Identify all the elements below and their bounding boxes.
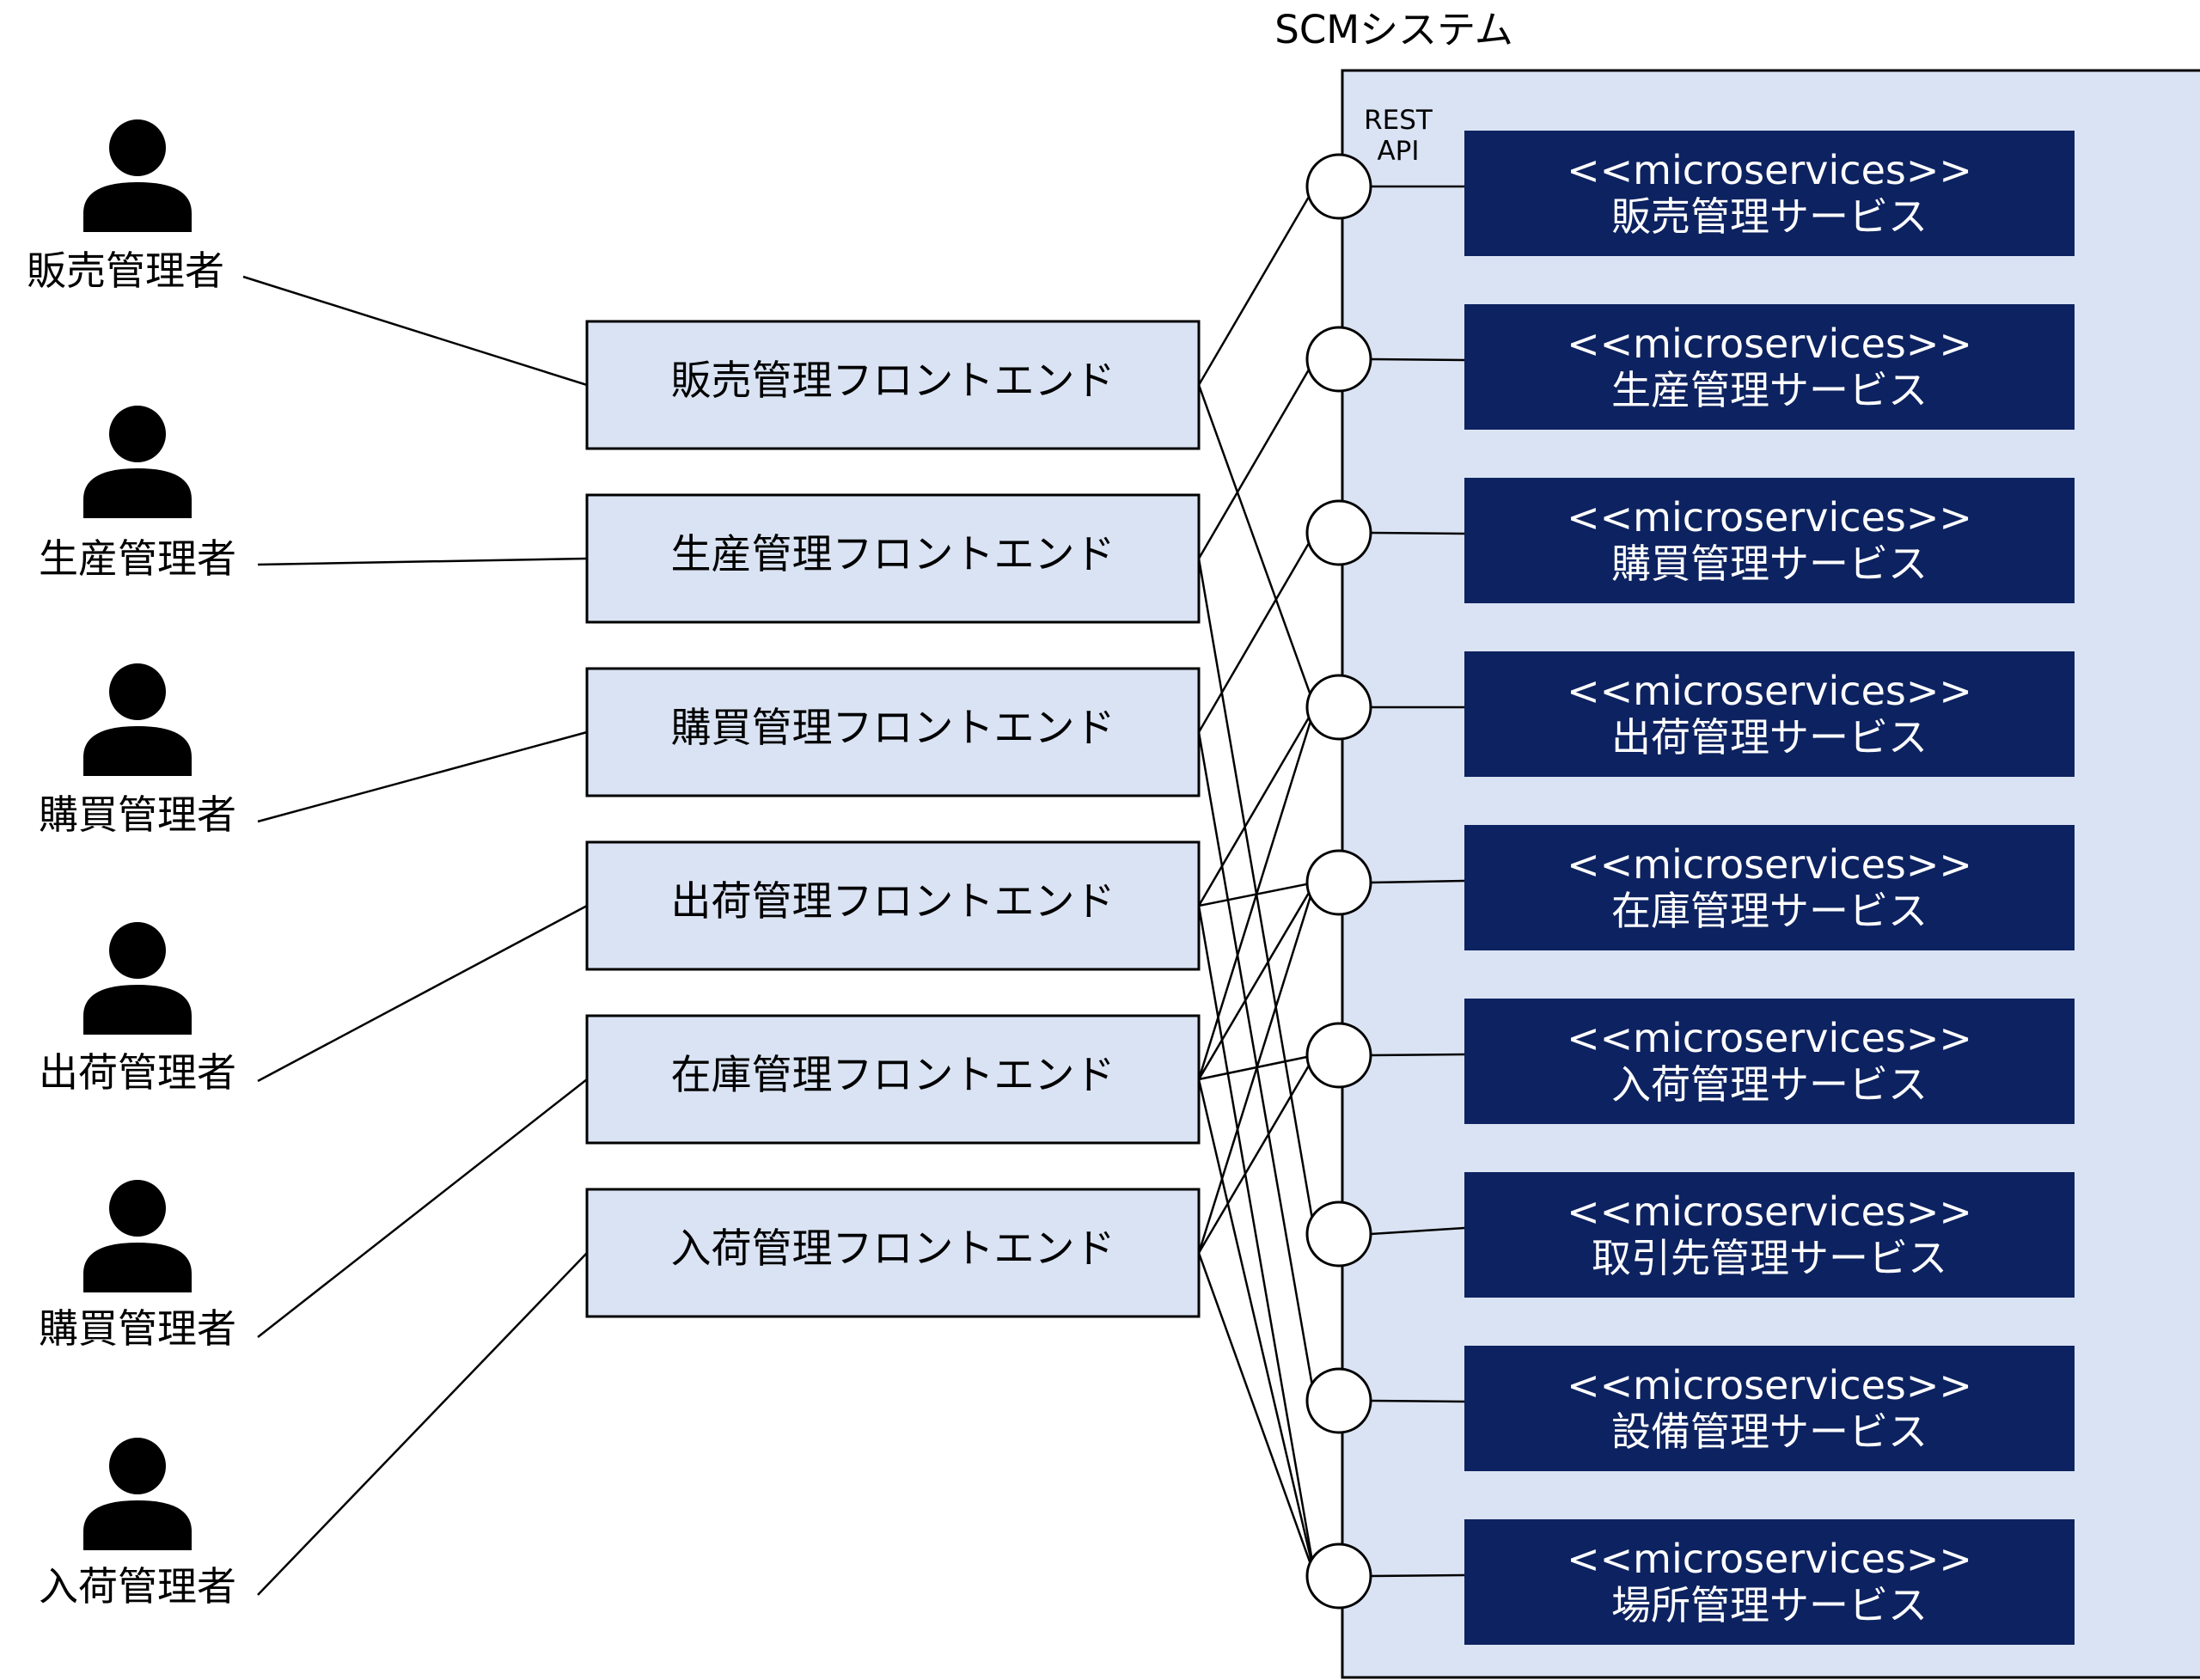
rest-api-interface [1305, 1200, 1372, 1268]
actor-connector [257, 1078, 588, 1338]
interface-connector [1370, 1399, 1465, 1403]
frontend-label: 入荷管理フロントエンド [670, 1225, 1115, 1273]
microservice-name: 入荷管理サービス [1611, 1061, 1928, 1108]
frontend-service-connector [1197, 706, 1317, 1080]
actor-person-icon [83, 119, 192, 232]
frontend-box [585, 1188, 1201, 1318]
interface-connector [1370, 1226, 1465, 1236]
rest-api-interface [1305, 1543, 1372, 1610]
microservice-stereotype: <<microservices>> [1567, 1188, 1972, 1235]
microservice-stereotype: <<microservices>> [1567, 668, 1972, 714]
rest-api-label-line2: API [1377, 136, 1420, 167]
frontend-box [585, 1014, 1201, 1145]
microservice-stereotype: <<microservices>> [1567, 841, 1972, 888]
actor-person-icon [83, 1180, 192, 1292]
interface-connector [1370, 1053, 1465, 1057]
actor-label: 購買管理者 [39, 1305, 236, 1352]
actor-person-icon [83, 922, 192, 1035]
microservice-name: 販売管理サービス [1611, 193, 1928, 240]
microservice-name: 設備管理サービス [1611, 1408, 1928, 1455]
actor-person-icon [83, 663, 192, 776]
rest-api-interface [1305, 326, 1372, 393]
frontend-service-connector [1197, 1078, 1317, 1577]
microservice-stereotype: <<microservices>> [1567, 1015, 1972, 1061]
rest-api-interface [1305, 153, 1372, 220]
actor-connector [242, 275, 588, 387]
rest-api-label-line1: REST [1364, 105, 1433, 136]
frontend-service-connector [1197, 882, 1317, 1080]
rest-api-interface [1305, 674, 1372, 741]
microservice-name: 場所管理サービス [1611, 1582, 1928, 1628]
microservice-name: 生産管理サービス [1611, 367, 1928, 413]
actor-label: 出荷管理者 [39, 1049, 236, 1096]
microservice-name: 出荷管理サービス [1611, 714, 1928, 761]
actor-label: 入荷管理者 [39, 1563, 236, 1610]
rest-api-label: REST API [1351, 105, 1445, 167]
microservice-stereotype: <<microservices>> [1567, 147, 1972, 193]
actor-label: 生産管理者 [39, 535, 236, 582]
microservice-box: <<microservices>>在庫管理サービス [1464, 825, 2075, 950]
actor-connector [257, 904, 588, 1083]
rest-api-interface [1305, 499, 1372, 566]
actor-connector [257, 557, 588, 566]
actor-connector [257, 1252, 588, 1596]
frontend-service-connector [1197, 1054, 1317, 1254]
rest-api-interface [1305, 1022, 1372, 1089]
frontend-service-connector [1197, 358, 1317, 559]
frontend-label: 販売管理フロントエンド [670, 357, 1115, 405]
microservice-name: 取引先管理サービス [1592, 1235, 1947, 1281]
frontend-label: 生産管理フロントエンド [670, 531, 1115, 578]
frontend-label: 出荷管理フロントエンド [670, 878, 1115, 926]
interface-connector [1370, 531, 1465, 535]
microservice-box: <<microservices>>入荷管理サービス [1464, 999, 2075, 1124]
microservice-stereotype: <<microservices>> [1567, 1362, 1972, 1408]
microservice-box: <<microservices>>購買管理サービス [1464, 478, 2075, 603]
microservice-stereotype: <<microservices>> [1567, 321, 1972, 367]
actor-label: 購買管理者 [39, 791, 236, 838]
system-title: SCMシステム [1274, 7, 1513, 52]
rest-api-interface [1305, 1367, 1372, 1434]
actor-label: 販売管理者 [27, 247, 224, 294]
microservice-box: <<microservices>>生産管理サービス [1464, 304, 2075, 430]
frontend-box [585, 493, 1201, 624]
frontend-box [585, 320, 1201, 450]
microservice-box: <<microservices>>取引先管理サービス [1464, 1172, 2075, 1298]
microservice-name: 在庫管理サービス [1611, 888, 1928, 934]
frontend-label: 購買管理フロントエンド [670, 705, 1115, 752]
frontend-service-connector [1197, 905, 1317, 1577]
frontend-service-connector [1197, 882, 1317, 1254]
microservice-box: <<microservices>>販売管理サービス [1464, 131, 2075, 256]
microservice-stereotype: <<microservices>> [1567, 494, 1972, 541]
actor-person-icon [83, 1438, 192, 1550]
actor-person-icon [83, 406, 192, 518]
frontend-service-connector [1197, 186, 1317, 386]
interface-connector [1370, 1573, 1465, 1578]
frontend-label: 在庫管理フロントエンド [670, 1052, 1115, 1099]
frontend-box [585, 840, 1201, 971]
interface-connector [1370, 879, 1465, 884]
rest-api-interface [1305, 849, 1372, 916]
microservice-box: <<microservices>>場所管理サービス [1464, 1519, 2075, 1645]
microservice-box: <<microservices>>出荷管理サービス [1464, 651, 2075, 777]
frontend-service-connector [1197, 706, 1317, 907]
microservice-box: <<microservices>>設備管理サービス [1464, 1346, 2075, 1471]
frontend-service-connector [1197, 1252, 1317, 1577]
interface-connector [1370, 357, 1465, 362]
microservice-name: 購買管理サービス [1611, 541, 1928, 587]
frontend-box [585, 667, 1201, 797]
actor-connector [257, 730, 588, 823]
frontend-service-connector [1197, 532, 1317, 733]
microservice-stereotype: <<microservices>> [1567, 1536, 1972, 1582]
frontend-service-connector [1197, 384, 1317, 708]
